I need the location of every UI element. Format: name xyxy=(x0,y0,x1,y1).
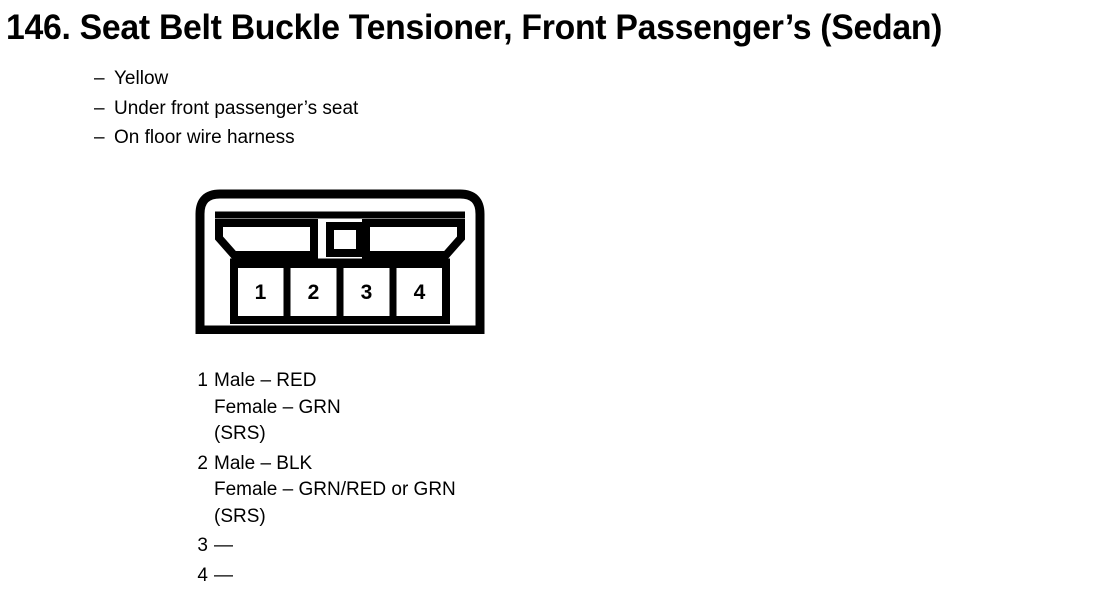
right-locking-tab xyxy=(362,219,465,259)
center-alignment-key xyxy=(326,222,364,257)
pin-legend-line: Female – GRN/RED or GRN xyxy=(214,479,456,500)
page-title: 146. Seat Belt Buckle Tensioner, Front P… xyxy=(6,8,943,47)
list-item: – Yellow xyxy=(94,64,358,94)
cavity-number-2: 2 xyxy=(308,281,320,304)
en-dash-icon: – xyxy=(94,68,105,89)
connector-diagram: 1 2 3 4 xyxy=(182,188,498,334)
pin-legend-item: 2 Male – BLK Female – GRN/RED or GRN (SR… xyxy=(188,451,456,531)
pin-legend-line: Female – GRN xyxy=(214,396,341,418)
pin-legend-number: 4 xyxy=(197,564,208,586)
cavity-number-4: 4 xyxy=(414,281,426,304)
pin-legend-line: (SRS) xyxy=(214,505,266,527)
pin-legend-line: — xyxy=(214,564,233,586)
cavity-number-1: 1 xyxy=(255,281,267,304)
en-dash-icon: – xyxy=(94,127,105,148)
pin-legend-line: (SRS) xyxy=(214,423,266,444)
pin-legend-detail: Male – RED Female – GRN (SRS) xyxy=(214,368,456,448)
pin-legend-item: 1 Male – RED Female – GRN (SRS) xyxy=(188,368,456,448)
attribute-label: Yellow xyxy=(114,68,169,89)
pin-legend-line: — xyxy=(214,535,233,556)
pin-legend-item: 4 — xyxy=(188,563,456,590)
list-item: – Under front passenger’s seat xyxy=(94,94,358,124)
cavity-number-3: 3 xyxy=(361,281,373,304)
pin-legend-detail: Male – BLK Female – GRN/RED or GRN (SRS) xyxy=(214,451,456,531)
pin-legend-item: 3 — xyxy=(188,533,456,560)
attribute-list: – Yellow – Under front passenger’s seat … xyxy=(94,64,358,153)
pin-legend: 1 Male – RED Female – GRN (SRS) 2 Male –… xyxy=(188,368,456,590)
connector-svg: 1 2 3 4 xyxy=(195,189,485,334)
attribute-label: On floor wire harness xyxy=(114,127,295,148)
pin-legend-number: 2 xyxy=(197,452,208,474)
pin-legend-detail: — xyxy=(214,533,456,560)
pin-legend-line: Male – RED xyxy=(214,370,317,391)
pin-legend-detail: — xyxy=(214,563,456,590)
en-dash-icon: – xyxy=(94,97,105,119)
attribute-label: Under front passenger’s seat xyxy=(114,97,359,119)
left-locking-tab xyxy=(215,219,318,259)
list-item: – On floor wire harness xyxy=(94,123,358,153)
pin-legend-number: 3 xyxy=(197,535,208,556)
pin-legend-line: Male – BLK xyxy=(214,452,313,474)
pin-legend-number: 1 xyxy=(197,370,208,391)
